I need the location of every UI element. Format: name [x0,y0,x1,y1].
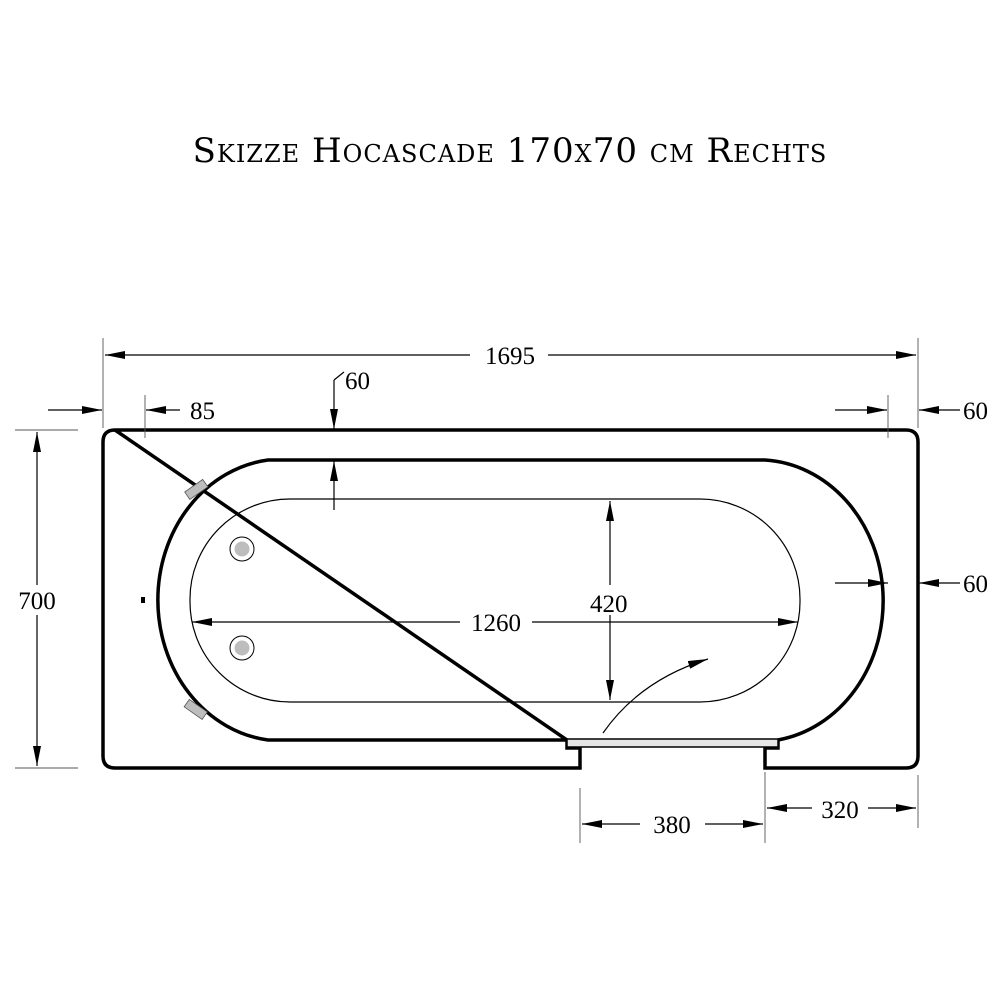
dim-door-width: 380 [653,812,691,839]
door-swing-arrow [602,658,709,734]
dim-left-rim: 85 [190,398,215,425]
dim-right-offset: 320 [821,797,859,824]
handle-icon [184,478,209,500]
dim-width: 700 [18,588,56,615]
dim-overall-length: 1695 [485,343,535,370]
dim-right-rim-middle: 60 [963,571,988,598]
tub-outer-outline [101,428,920,770]
dim-right-rim-top: 60 [963,398,988,425]
door-panel [566,738,779,748]
handle-icon [183,698,208,720]
jet-icon [229,536,255,562]
drawing-title: Skizze Hocascade 170x70 cm Rechts [193,131,828,171]
tub-inner-rim [156,458,885,742]
dim-top-rim: 60 [345,368,370,395]
jet-icon [229,635,255,661]
overflow-mark [141,597,145,603]
tub-basin [189,498,801,703]
dim-basin-length: 1260 [471,610,521,637]
dim-basin-width: 420 [590,591,628,618]
